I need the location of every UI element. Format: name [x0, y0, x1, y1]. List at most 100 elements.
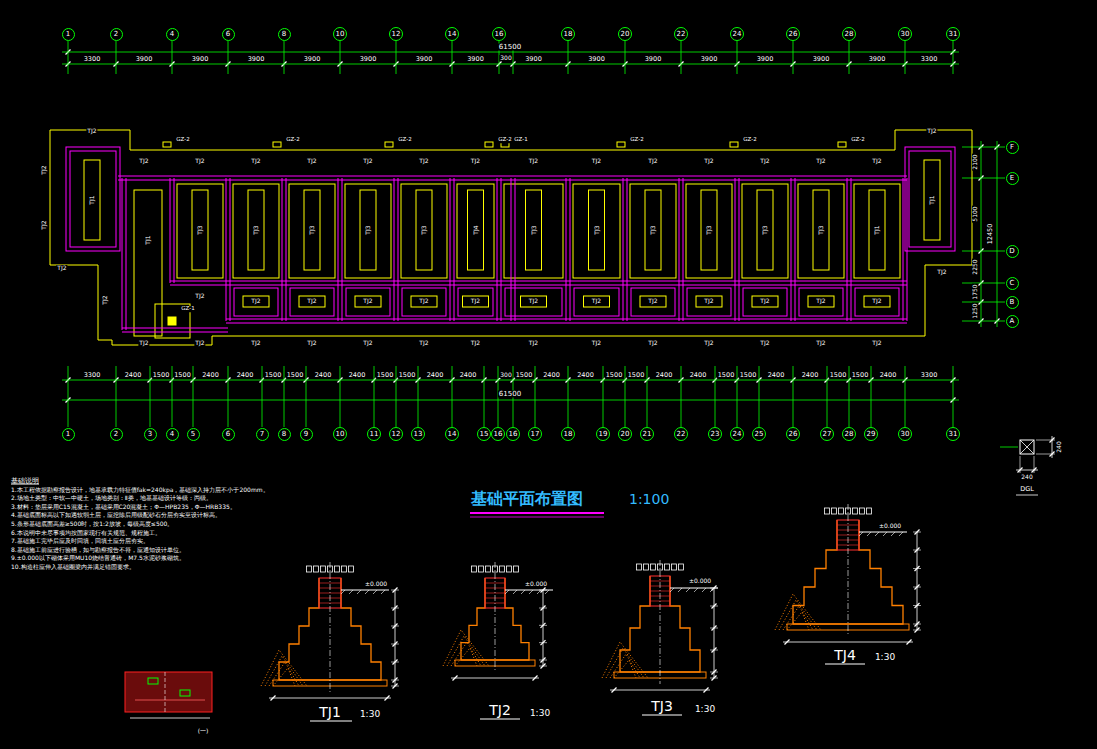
axis-number: 14	[448, 31, 457, 38]
dimension-text: 3900	[303, 56, 322, 63]
wall-line	[126, 178, 127, 330]
footing-tag: TJ1	[929, 194, 935, 205]
wall-line	[342, 178, 343, 321]
axis-extension	[193, 366, 194, 427]
footing-outline	[584, 296, 610, 307]
footing-outline	[808, 296, 834, 307]
footing-outline	[696, 296, 722, 307]
dimension-tick	[271, 696, 276, 701]
axis-number: 13	[414, 431, 423, 438]
axis-extension	[953, 366, 954, 427]
dimension-line	[130, 718, 210, 719]
axis-bubble: 30	[898, 27, 912, 41]
footing-outline	[416, 190, 432, 270]
footing-tag: TJ2	[362, 298, 373, 304]
footing-tag: TJ3	[762, 224, 768, 235]
axis-number: 12	[392, 31, 401, 38]
wall-break	[825, 508, 830, 514]
brick-hatch	[650, 581, 670, 582]
dimension-line	[62, 64, 959, 65]
footing-outline	[468, 190, 484, 270]
wall-outline	[574, 288, 619, 316]
detail-mark	[148, 678, 158, 684]
dimension-line	[62, 400, 959, 401]
axis-bubble: 29	[864, 427, 878, 441]
ground-hatch	[373, 590, 377, 594]
footing-tag: TJ2	[815, 340, 826, 346]
ground-hatch	[694, 588, 698, 592]
wall-line	[338, 178, 339, 321]
note-line: 3.材料：垫层采用C15混凝土，基础采用C20混凝土；Φ—HPB235，Φ—HR…	[10, 504, 237, 510]
ground-line	[341, 590, 389, 591]
dimension-text: 3900	[587, 56, 606, 63]
axis-extension	[284, 366, 285, 427]
note-line: 2.场地土类型：中软—中硬土，场地类别：Ⅱ类，地基基础设计等级：丙级。	[10, 495, 213, 501]
axis-number: 10	[336, 431, 345, 438]
footing-outline	[457, 184, 494, 278]
footing-tag: TJ2	[138, 340, 149, 346]
soil-hatch	[614, 660, 636, 678]
footing-outline	[701, 190, 717, 270]
column-marker	[385, 142, 393, 147]
elevation-text: ±0.000	[688, 578, 712, 584]
note-line: 9.±0.000以下砌体采用MU10烧结普通砖，M7.5水泥砂浆砌筑。	[10, 555, 186, 561]
ground-hatch	[381, 590, 385, 594]
footing-outline	[573, 184, 620, 278]
ground-hatch	[545, 590, 549, 594]
axis-bubble: 30	[898, 427, 912, 441]
axis-bubble: 22	[674, 27, 688, 41]
dimension-tick	[541, 658, 546, 663]
axis-extension	[452, 41, 453, 74]
axis-number: 29	[867, 431, 876, 438]
footing-outline	[526, 190, 542, 270]
dimension-line	[62, 380, 959, 381]
axis-bubble: 25	[752, 427, 766, 441]
column-marker	[838, 142, 846, 147]
axis-extension	[681, 41, 682, 74]
axis-bubble: 7	[256, 428, 269, 441]
axis-number: 5	[191, 431, 195, 438]
scale-text: 1:30	[874, 653, 896, 662]
dimension-text: 3900	[812, 56, 831, 63]
dimension-text: 1500	[851, 372, 870, 379]
axis-bubble: 24	[730, 27, 744, 41]
dimension-tick	[393, 606, 398, 611]
detail-title: DGL	[1019, 486, 1035, 493]
column-symbol	[1020, 440, 1034, 454]
dimension-tick	[541, 606, 546, 611]
axis-extension	[793, 41, 794, 74]
axis-number: 31	[949, 431, 958, 438]
dimension-line	[451, 678, 539, 679]
dimension-tick	[915, 548, 920, 553]
axis-extension	[953, 41, 954, 74]
footing-outline	[504, 184, 563, 278]
dimension-tick	[541, 623, 546, 628]
axis-extension	[962, 251, 1005, 252]
dimension-text: 2400	[201, 372, 220, 379]
axis-extension	[262, 366, 263, 427]
axis-bubble: C	[1006, 277, 1019, 290]
footing-tag: TJ2	[703, 158, 714, 164]
wall-line	[627, 178, 628, 321]
axis-bubble: D	[1006, 245, 1019, 258]
wall-break	[349, 566, 354, 572]
wall-line	[118, 180, 907, 181]
center-line	[660, 560, 661, 684]
dimension-tick	[393, 678, 398, 683]
axis-bubble: 27	[820, 427, 834, 441]
wall-line	[170, 281, 907, 282]
soil-hatch	[447, 636, 485, 666]
axis-bubble: 9	[300, 428, 313, 441]
axis-number: A	[1010, 318, 1015, 325]
axis-bubble: 4	[166, 428, 179, 441]
axis-extension	[535, 366, 536, 427]
wall-outline	[799, 288, 843, 316]
dimension-text: 1250	[972, 302, 978, 319]
dimension-text: 1500	[605, 372, 624, 379]
column-tag: GZ-2	[850, 137, 865, 143]
column-tag: GZ-2	[175, 137, 190, 143]
dimension-text: 1500	[264, 372, 283, 379]
axis-extension	[962, 147, 1005, 148]
wall-break	[314, 566, 319, 572]
